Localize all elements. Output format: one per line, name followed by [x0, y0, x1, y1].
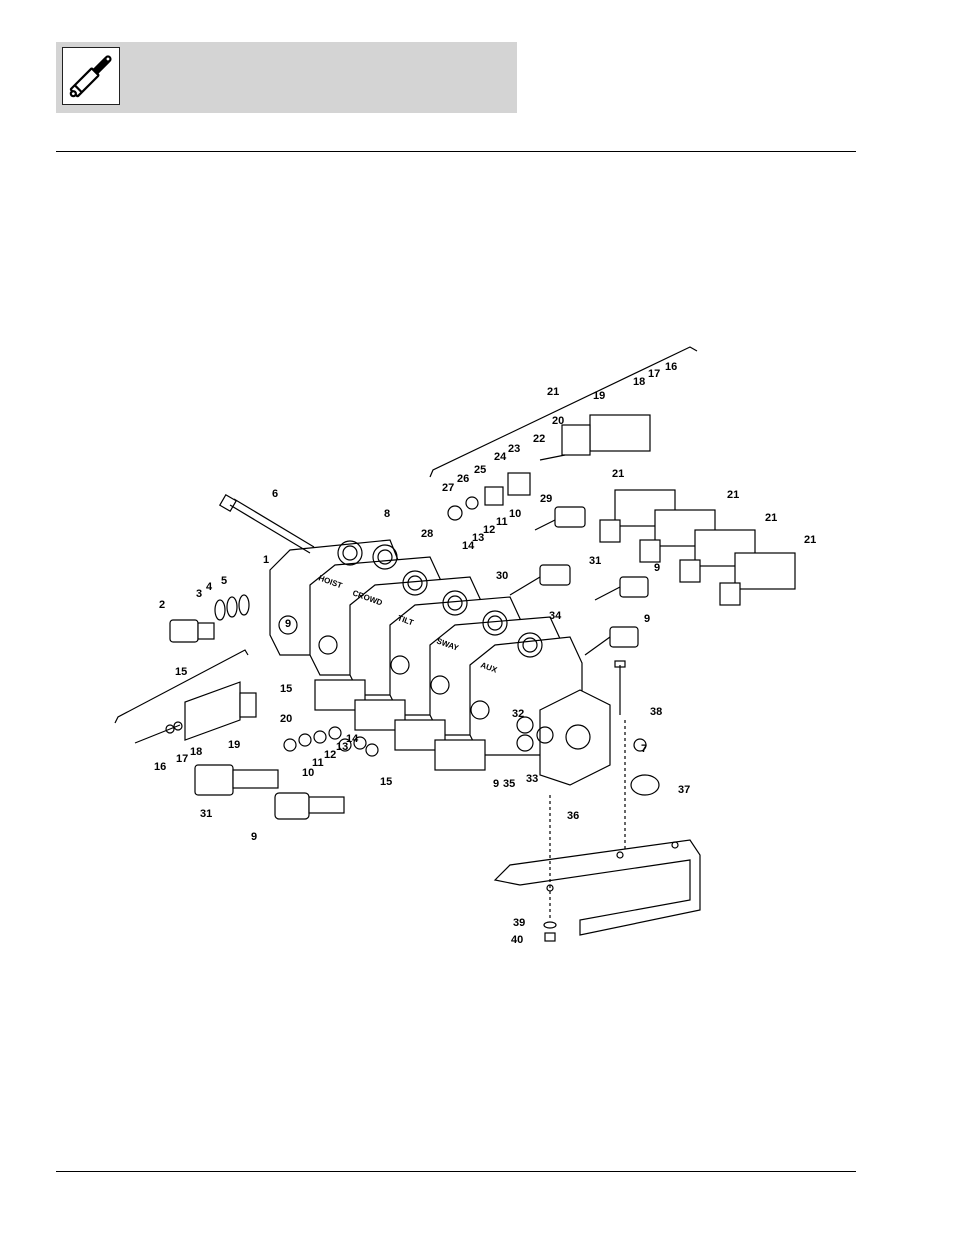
callout: 19 [593, 390, 605, 402]
callout: 15 [175, 666, 187, 678]
callout: 20 [280, 713, 292, 725]
top-rule [56, 151, 856, 152]
hydraulic-cylinder-icon [62, 47, 120, 105]
callout: 1 [263, 554, 269, 566]
bottom-rule [56, 1171, 856, 1172]
callout: 40 [511, 934, 523, 946]
callout: 26 [457, 473, 469, 485]
callout: 20 [552, 415, 564, 427]
callout: 17 [648, 368, 660, 380]
callout: 9 [644, 613, 650, 625]
callout: 18 [190, 746, 202, 758]
callout: 28 [421, 528, 433, 540]
callout: 3 [196, 588, 202, 600]
callout: 31 [589, 555, 601, 567]
callout: 36 [567, 810, 579, 822]
callout: 22 [533, 433, 545, 445]
callout: 31 [200, 808, 212, 820]
callout: 12 [483, 524, 495, 536]
callout: 17 [176, 753, 188, 765]
callout: 16 [154, 761, 166, 773]
callout: 9 [285, 618, 291, 630]
callout: 14 [346, 733, 359, 745]
callout: 2 [159, 599, 165, 611]
callout: 21 [612, 468, 624, 480]
callout: 10 [509, 508, 521, 520]
callout: 34 [549, 610, 562, 622]
callout: 29 [540, 493, 552, 505]
callout: 15 [380, 776, 392, 788]
callout: 37 [678, 784, 690, 796]
callout: 9 [251, 831, 257, 843]
callout: 9 [654, 562, 660, 574]
callout: 7 [641, 743, 647, 755]
callout: 38 [650, 706, 662, 718]
callout: 18 [633, 376, 645, 388]
callout: 24 [494, 451, 507, 463]
callout: 16 [665, 361, 677, 373]
callout: 11 [496, 516, 508, 528]
callout: 21 [727, 489, 739, 501]
callout: 39 [513, 917, 525, 929]
callout: 30 [496, 570, 508, 582]
callout: 21 [547, 386, 559, 398]
callout: 33 [526, 773, 538, 785]
callout: 4 [206, 581, 213, 593]
callout: 32 [512, 708, 524, 720]
callout: 9 [493, 778, 499, 790]
callout: 15 [280, 683, 292, 695]
exploded-valve-diagram: HOIST CROWD TILT SWAY AUX 1 2 3 4 5 6 7 … [100, 325, 860, 975]
callout: 25 [474, 464, 486, 476]
callout: 5 [221, 575, 227, 587]
callout: 35 [503, 778, 515, 790]
callout: 11 [312, 757, 324, 769]
callout: 8 [384, 508, 390, 520]
callout: 27 [442, 482, 454, 494]
callout: 21 [765, 512, 777, 524]
callout: 12 [324, 749, 336, 761]
callout: 19 [228, 739, 240, 751]
callout: 21 [804, 534, 816, 546]
callout: 23 [508, 443, 520, 455]
header-band [56, 42, 517, 113]
callout: 14 [462, 540, 475, 552]
callout: 6 [272, 488, 278, 500]
